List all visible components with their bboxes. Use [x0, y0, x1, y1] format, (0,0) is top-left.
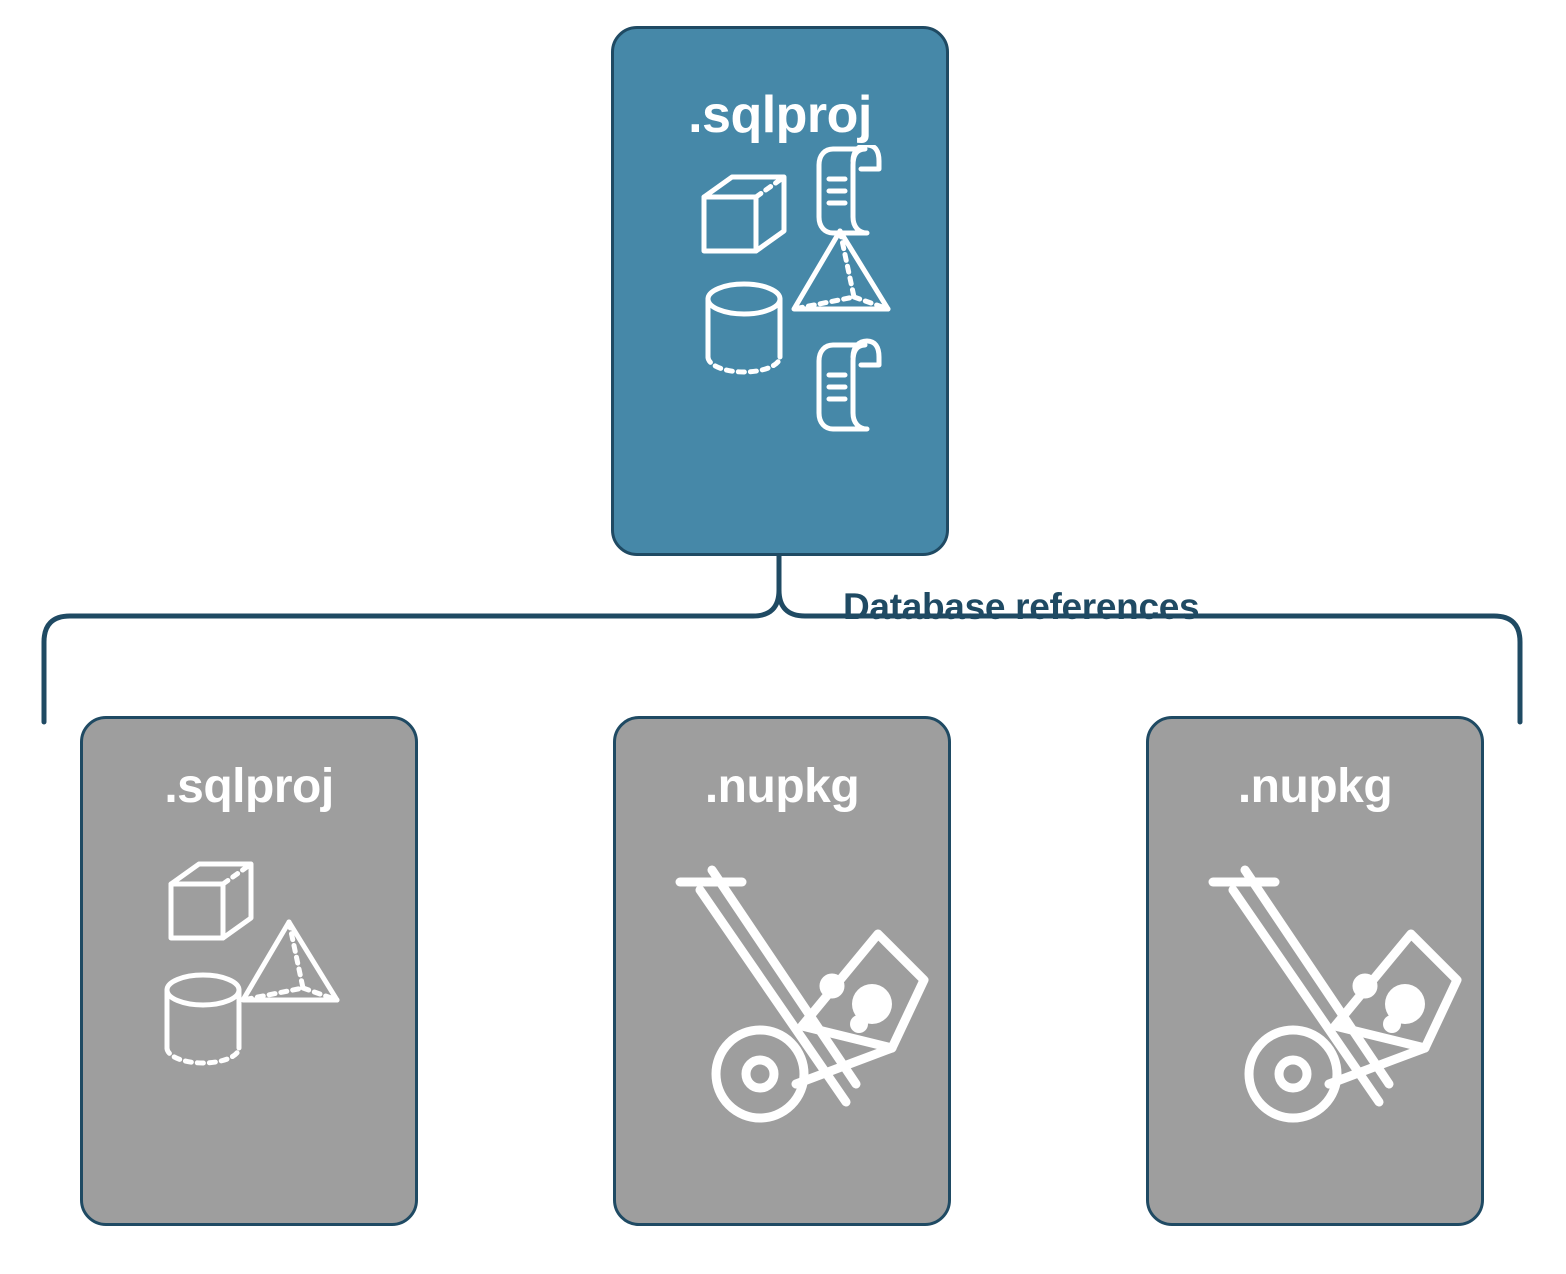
cube-icon: [701, 174, 787, 254]
node-child-1-artwork: [83, 814, 415, 1223]
pyramid-icon: [240, 919, 340, 1003]
node-root-artwork: [614, 145, 946, 553]
package-dolly-icon: [675, 865, 929, 1123]
edge-label: Database references: [843, 586, 1200, 627]
cylinder-icon: [705, 281, 783, 375]
node-child-nupkg-1[interactable]: .nupkg: [613, 716, 951, 1226]
package-dolly-icon: [1208, 865, 1462, 1123]
node-child-sqlproj[interactable]: .sqlproj: [80, 716, 418, 1226]
node-child-3-label: .nupkg: [1237, 760, 1393, 813]
pyramid-icon: [791, 228, 891, 312]
cube-icon: [168, 861, 254, 941]
node-root-label: .sqlproj: [688, 86, 872, 144]
scroll-icon: [816, 338, 882, 432]
node-child-3-artwork: [1149, 814, 1481, 1223]
node-root-sqlproj[interactable]: .sqlproj: [611, 26, 949, 556]
node-child-1-label: .sqlproj: [164, 760, 334, 813]
scroll-icon: [816, 145, 882, 236]
node-child-2-artwork: [616, 814, 948, 1223]
node-child-nupkg-2[interactable]: .nupkg: [1146, 716, 1484, 1226]
cylinder-icon: [164, 972, 242, 1066]
node-child-2-label: .nupkg: [704, 760, 860, 813]
